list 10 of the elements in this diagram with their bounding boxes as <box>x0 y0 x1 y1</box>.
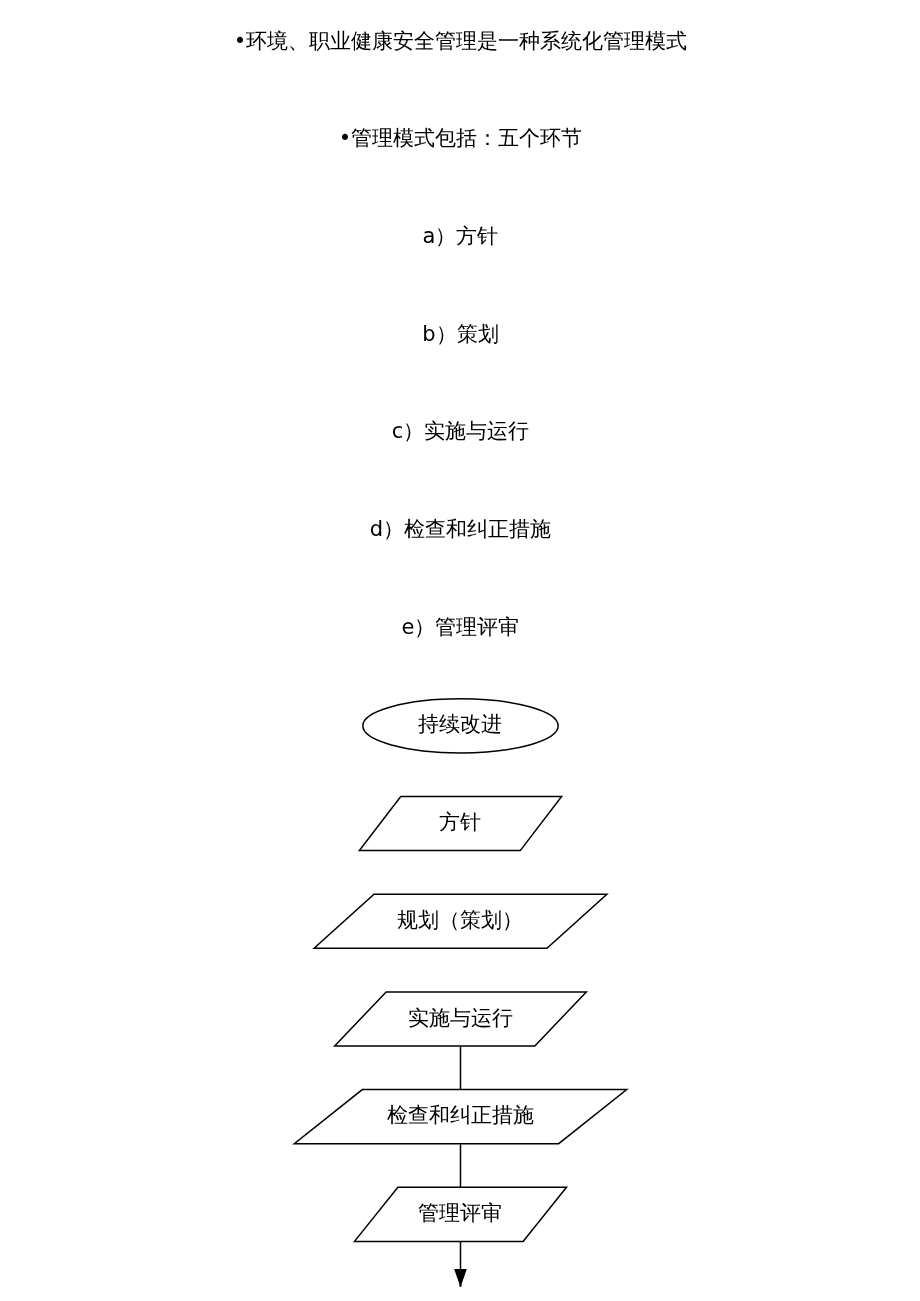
label: •管理模式包括：五个环节 <box>338 125 582 151</box>
label: e）管理评审 <box>401 613 519 639</box>
label: d）检查和纠正措施 <box>369 516 551 542</box>
node-ellipse: 持续改进 <box>361 698 559 754</box>
connector <box>459 1143 461 1188</box>
label: c）实施与运行 <box>391 418 529 444</box>
connector <box>459 1045 461 1091</box>
label: a）方针 <box>422 222 498 248</box>
label: b）策划 <box>421 320 499 346</box>
label: •环境、职业健康安全管理是一种系统化管理模式 <box>233 27 687 53</box>
